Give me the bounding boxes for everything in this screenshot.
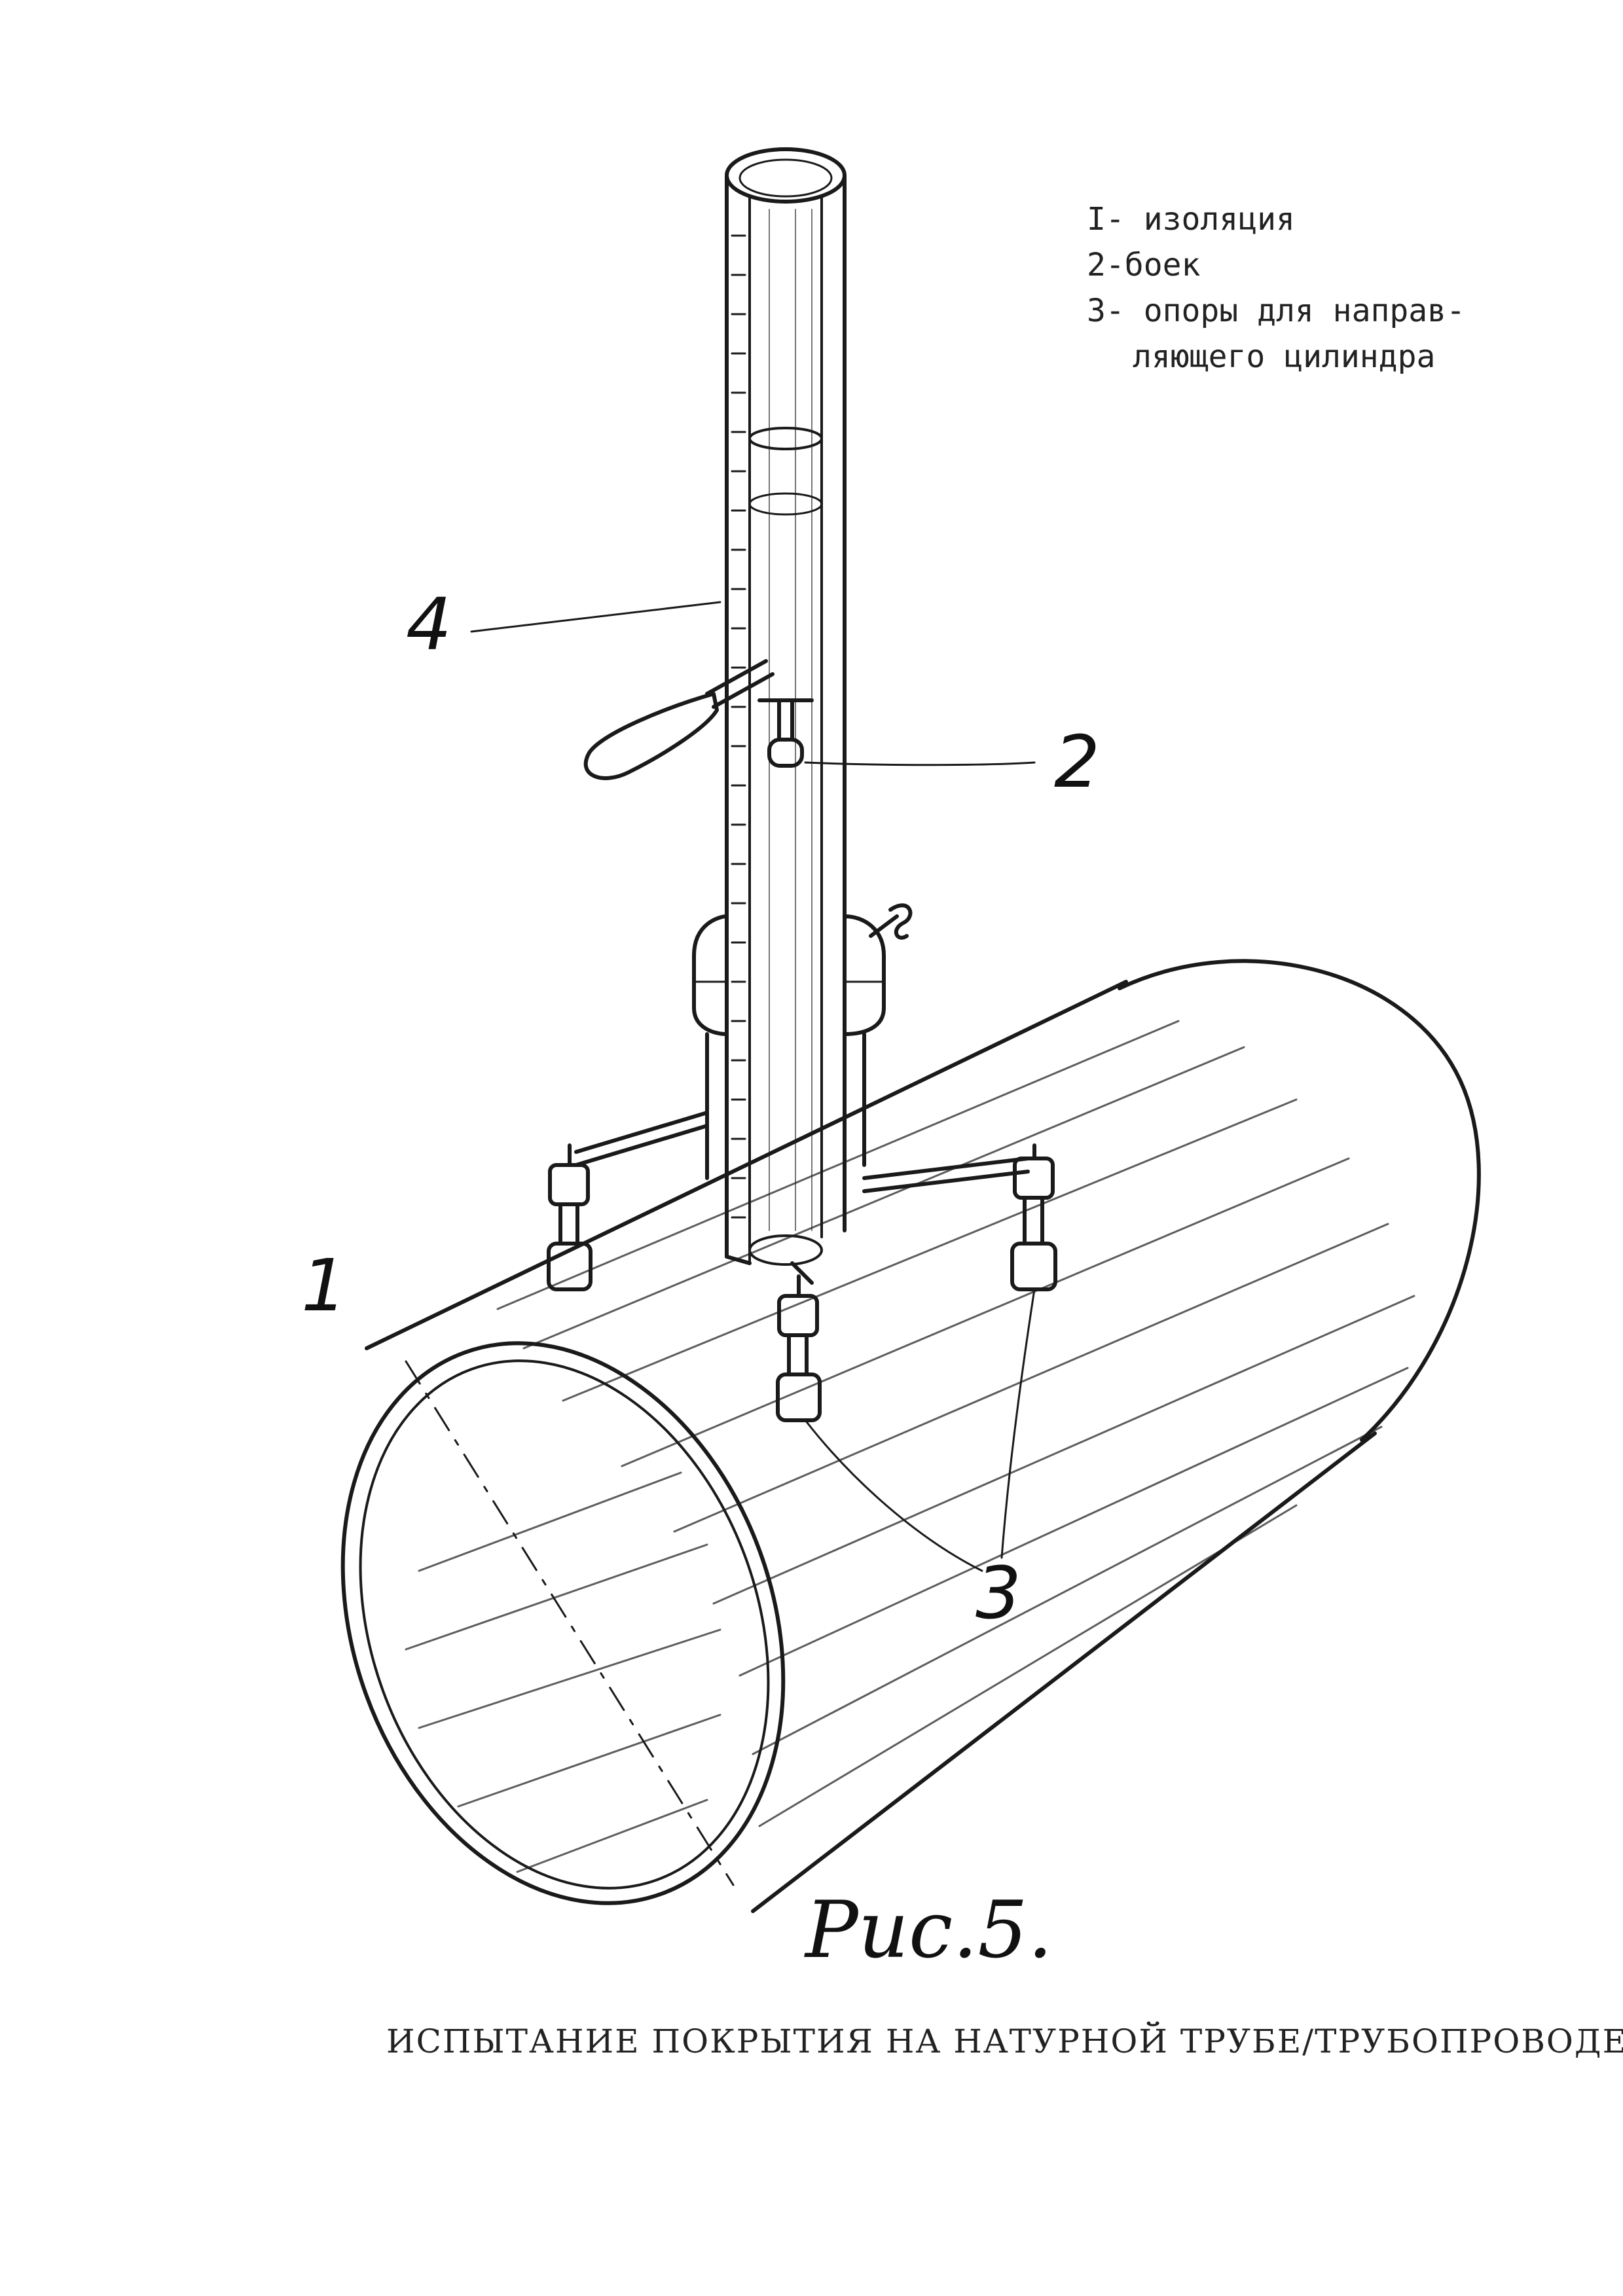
callout-1: 1 bbox=[301, 1244, 347, 1327]
legend-item-supports: 3- опоры для направ- bbox=[1087, 293, 1465, 329]
callout-4: 4 bbox=[406, 583, 452, 666]
legend-item-insulation: I- изоляция bbox=[1087, 201, 1295, 238]
clamp-collar bbox=[692, 903, 913, 1180]
pipe bbox=[340, 959, 1481, 1913]
leader-lines bbox=[470, 601, 1036, 1572]
figure-caption: Рис.5. bbox=[805, 1885, 1053, 1976]
figure-title: ИСПЫТАНИЕ ПОКРЫТИЯ НА НАТУРНОЙ ТРУБЕ/ТРУ… bbox=[386, 2022, 1623, 2060]
legend-item-striker: 2-боек bbox=[1087, 247, 1201, 283]
guide-cylinder bbox=[725, 147, 847, 1266]
handle bbox=[583, 659, 775, 780]
callout-2: 2 bbox=[1054, 720, 1100, 804]
legend: I- изоляция 2-боек 3- опоры для направ- … bbox=[1087, 196, 1545, 380]
legend-item-supports-cont: ляющего цилиндра bbox=[1133, 338, 1436, 375]
supports bbox=[547, 1111, 1057, 1422]
callout-3: 3 bbox=[976, 1551, 1021, 1635]
